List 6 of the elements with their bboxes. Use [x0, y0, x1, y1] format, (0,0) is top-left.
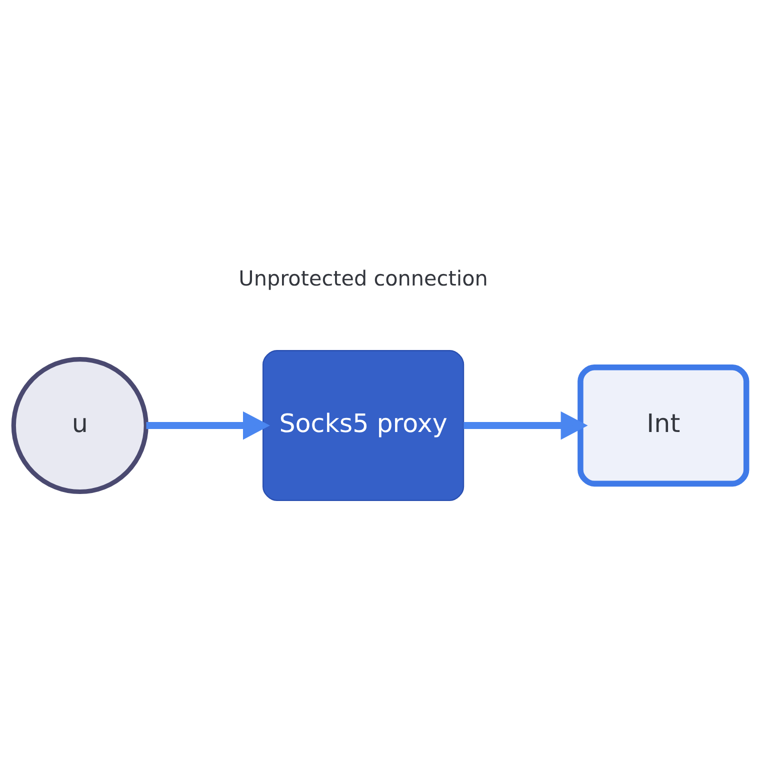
- node-circle: u: [11, 356, 148, 494]
- arrow: [464, 411, 588, 440]
- node-box: Int: [578, 364, 750, 487]
- label: Unprotected connection: [238, 266, 488, 290]
- node-box: Socks5 proxy: [262, 350, 464, 501]
- arrow: [146, 411, 270, 440]
